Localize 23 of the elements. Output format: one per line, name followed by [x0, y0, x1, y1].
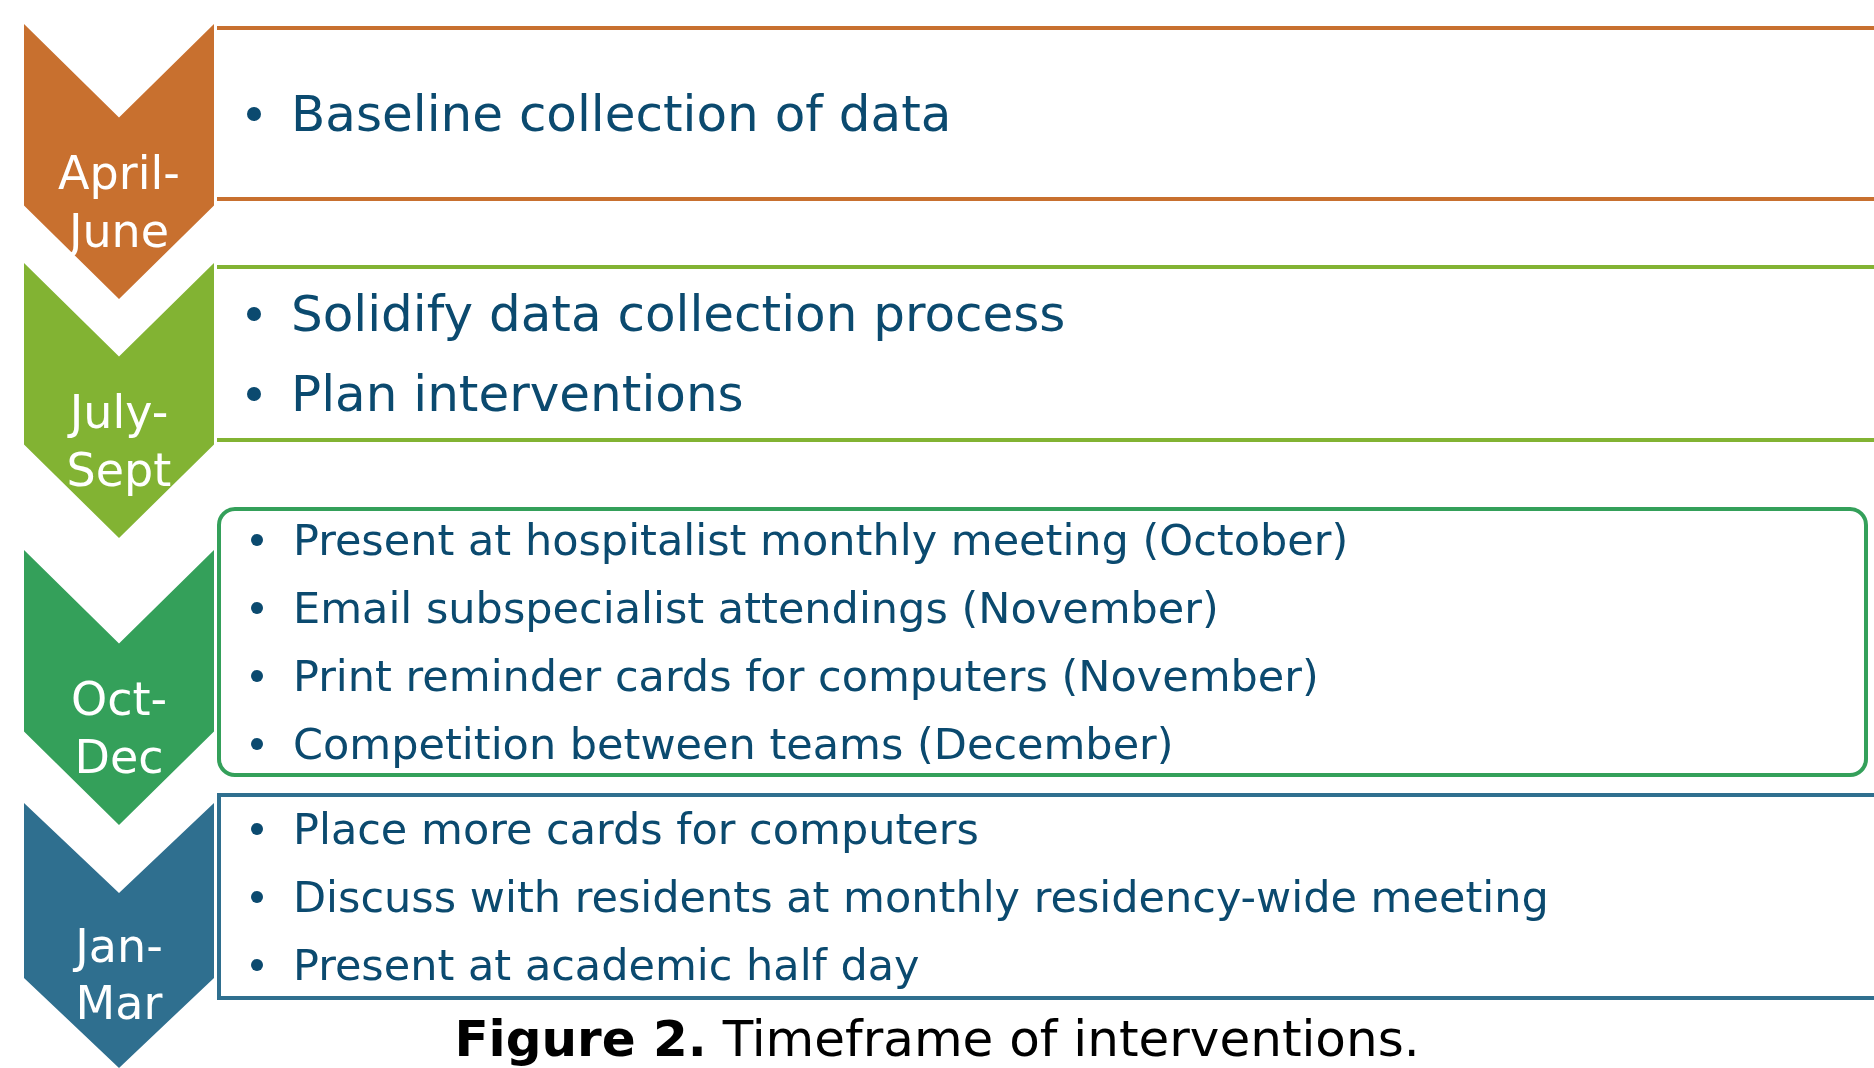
period-banner	[24, 24, 214, 299]
bullet-text: Discuss with residents at monthly residency-wide meeting	[293, 871, 1549, 922]
activity-box	[217, 793, 1874, 1000]
period-banner	[24, 803, 214, 1068]
period-label: July- Sept	[65, 384, 173, 499]
activity-box	[217, 507, 1868, 777]
period-label: April- June	[57, 145, 181, 260]
bullet-text: Plan interventions	[291, 364, 744, 423]
activity-box	[217, 265, 1874, 442]
period-banner	[24, 550, 214, 825]
figure-caption: Figure 2. Timeframe of interventions.	[453, 1010, 1421, 1068]
bullet-text: Print reminder cards for computers (November)	[293, 651, 1319, 701]
bullet-text: Baseline collection of data	[291, 84, 952, 143]
bullet-text: Solidify data collection process	[291, 284, 1066, 343]
activity-box	[217, 26, 1874, 201]
bullet-text: Place more cards for computers	[293, 803, 979, 854]
bullet-text: Present at hospitalist monthly meeting (October)	[293, 515, 1349, 565]
bullet-text: Present at academic half day	[293, 939, 920, 990]
bullet-text: Email subspecialist attendings (November)	[293, 583, 1219, 633]
bullet-text: Competition between teams (December)	[293, 719, 1174, 769]
period-banner	[24, 263, 214, 538]
period-label: Jan- Mar	[72, 917, 164, 1033]
period-label: Oct- Dec	[69, 671, 169, 786]
